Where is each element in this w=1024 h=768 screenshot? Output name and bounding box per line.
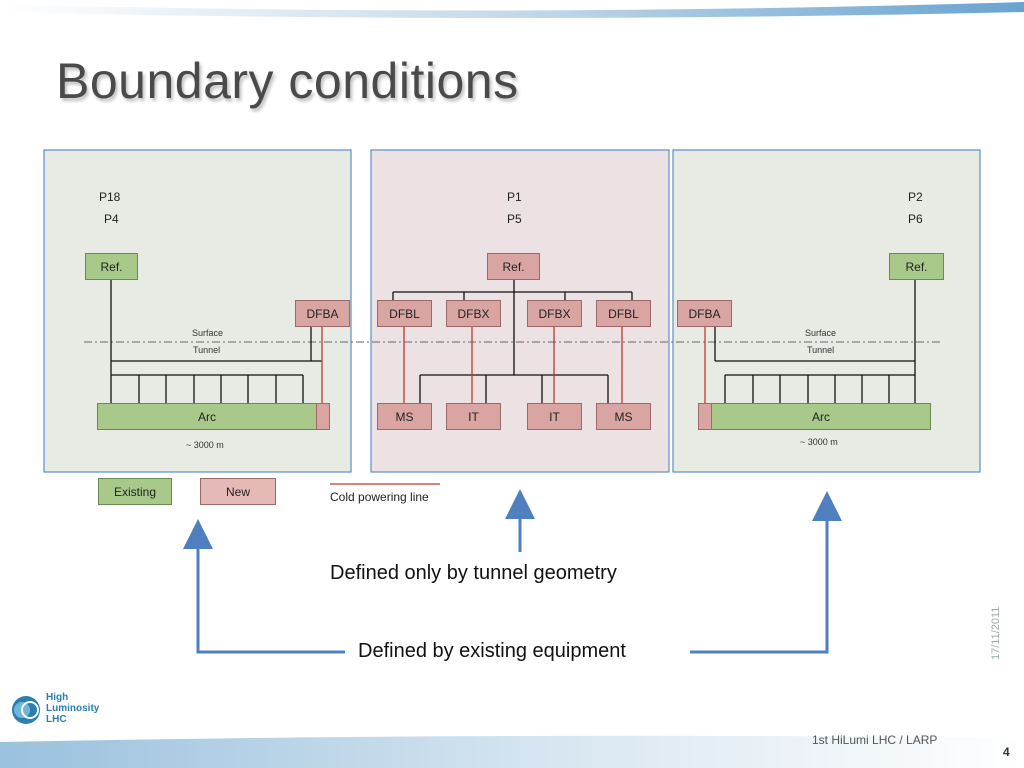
legend-existing: Existing xyxy=(98,478,172,505)
right-arc-new-segment xyxy=(698,403,712,430)
logo-line-3: LHC xyxy=(46,714,67,725)
right-point-1: P2 xyxy=(908,190,923,204)
logo-line-2: Luminosity xyxy=(46,703,100,714)
right-arc-box: Arc xyxy=(711,403,931,430)
left-point-2: P4 xyxy=(104,212,119,226)
left-tunnel-label: Tunnel xyxy=(193,345,221,355)
left-arc-new-segment xyxy=(316,403,330,430)
right-dfba-box: DFBA xyxy=(677,300,732,327)
hilumi-logo-mark xyxy=(12,696,40,724)
center-dfbl-right-box: DFBL xyxy=(596,300,651,327)
slide-footer: 1st HiLumi LHC / LARP xyxy=(812,733,938,747)
center-wiring xyxy=(392,280,633,403)
left-surface-label: Surface xyxy=(192,328,224,338)
center-dfbx-right-box: DFBX xyxy=(527,300,582,327)
top-decorative-band xyxy=(0,2,1024,18)
center-point-2: P5 xyxy=(507,212,522,226)
logo-line-1: High xyxy=(46,692,69,703)
right-point-2: P6 xyxy=(908,212,923,226)
center-ref-box: Ref. xyxy=(487,253,540,280)
left-point-1: P18 xyxy=(99,190,121,204)
annotation-tunnel-geometry: Defined only by tunnel geometry xyxy=(330,562,617,584)
right-ref-box: Ref. xyxy=(889,253,944,280)
right-arrow xyxy=(690,491,842,654)
slide-title: Boundary conditions xyxy=(56,53,519,109)
right-tunnel-label: Tunnel xyxy=(807,345,835,355)
legend-new: New xyxy=(200,478,276,505)
center-ms-left-box: MS xyxy=(377,403,432,430)
center-ms-right-box: MS xyxy=(596,403,651,430)
arrows xyxy=(183,489,842,654)
center-cold-lines xyxy=(403,327,623,403)
left-length-label: ~ 3000 m xyxy=(186,440,224,450)
left-arc-box: Arc xyxy=(97,403,317,430)
hilumi-logo-text: High Luminosity LHC xyxy=(46,692,99,725)
annotation-existing-equipment: Defined by existing equipment xyxy=(358,640,626,662)
left-dfba-box: DFBA xyxy=(295,300,350,327)
page-number: 4 xyxy=(1003,745,1010,759)
right-surface-label: Surface xyxy=(805,328,837,338)
right-length-label: ~ 3000 m xyxy=(800,437,838,447)
center-it-right-box: IT xyxy=(527,403,582,430)
left-arrow xyxy=(183,519,345,654)
slide-date: 17/11/2011 xyxy=(990,606,1002,660)
left-ref-box: Ref. xyxy=(85,253,138,280)
center-point-1: P1 xyxy=(507,190,522,204)
center-it-left-box: IT xyxy=(446,403,501,430)
left-wiring xyxy=(110,280,322,403)
right-wiring xyxy=(714,280,916,403)
legend-cold-powering-line: Cold powering line xyxy=(330,490,429,504)
center-dfbl-left-box: DFBL xyxy=(377,300,432,327)
center-dfbx-left-box: DFBX xyxy=(446,300,501,327)
bottom-decorative-band xyxy=(0,735,1024,768)
